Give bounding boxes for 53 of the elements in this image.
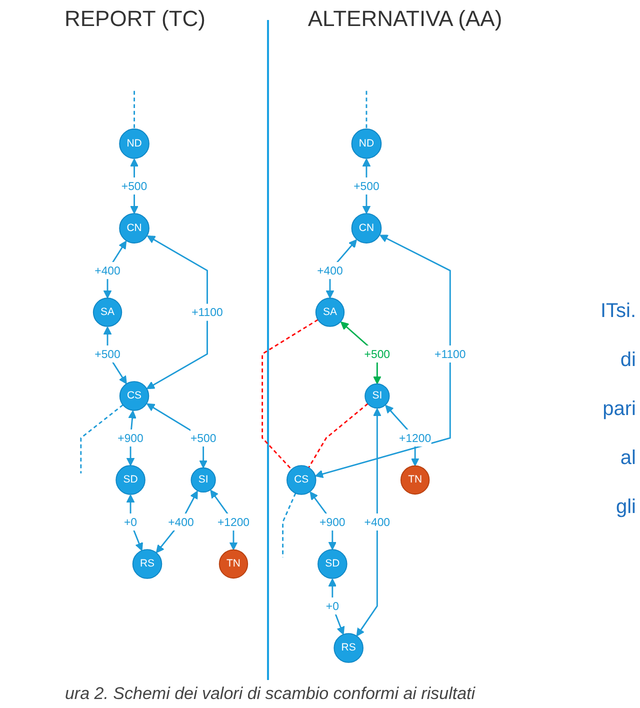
node-circle: TN [400, 465, 430, 495]
panel-heading: ALTERNATIVA (AA) [308, 6, 502, 32]
connector [262, 319, 318, 470]
node-circle: CN [119, 213, 150, 244]
text-fragment: pari [602, 398, 636, 421]
text-fragment: ITsi. [599, 300, 636, 323]
edge-label: +1100 [434, 347, 466, 361]
node-circle: SA [315, 298, 345, 327]
edge-label: +400 [364, 515, 390, 529]
node-circle: ND [351, 128, 382, 159]
edge-label: +500 [364, 347, 390, 361]
node-circle: SD [116, 465, 146, 495]
edge-label: +1200 [217, 515, 250, 529]
node-circle: CN [351, 213, 382, 244]
node-circle: SI [190, 467, 216, 493]
edge-label: +0 [124, 515, 138, 529]
node-circle: ND [119, 128, 150, 159]
edge-label: +900 [320, 515, 346, 529]
arrow [356, 408, 382, 636]
text-fragment: gli [614, 496, 636, 519]
edge-label: +400 [168, 515, 194, 529]
node-circle: RS [132, 549, 162, 579]
edge-label: +500 [354, 179, 380, 193]
node-circle: CS [119, 381, 150, 411]
node-circle: SA [92, 298, 122, 327]
node-circle: SI [364, 383, 390, 409]
edge-label: +900 [118, 431, 144, 445]
connector [308, 403, 368, 468]
edge-label: +500 [190, 431, 216, 445]
arrow [328, 578, 345, 635]
edge-label: +500 [94, 347, 120, 361]
arrow [146, 235, 208, 390]
edge-label: +500 [121, 179, 148, 193]
edge-label: +0 [326, 599, 339, 613]
connector [134, 90, 135, 129]
edge-label: +1100 [192, 306, 223, 319]
node-circle: RS [334, 633, 364, 663]
arrow [126, 494, 144, 551]
edge-label: +1200 [399, 431, 432, 445]
connector [80, 404, 124, 474]
arrow [156, 490, 198, 554]
figure-caption: ura 2. Schemi dei valori di scambio conformi ai risultati [64, 684, 476, 704]
node-circle: SD [318, 549, 348, 579]
connector [366, 90, 368, 129]
text-fragment: di [619, 349, 636, 372]
node-circle: TN [218, 549, 248, 579]
node-circle: CS [286, 465, 316, 495]
connector [282, 492, 296, 558]
text-fragment: al [619, 447, 636, 470]
edge-label: +400 [94, 264, 120, 278]
arrow [314, 234, 451, 478]
panel-heading: REPORT (TC) [64, 6, 206, 32]
edge-label: +400 [317, 264, 343, 278]
